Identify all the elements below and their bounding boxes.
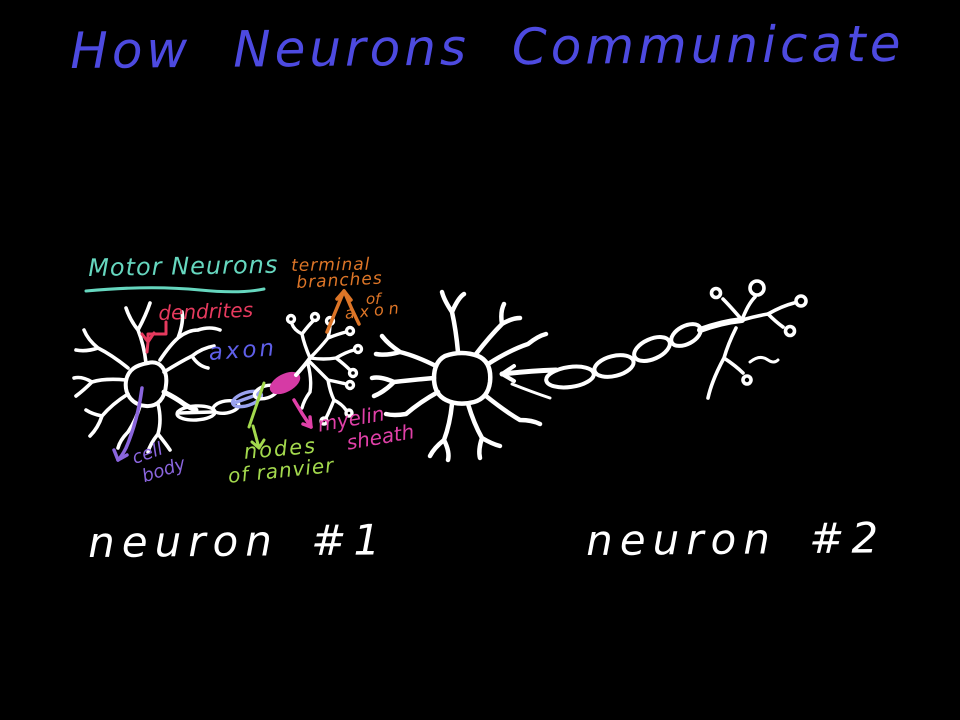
neuron-1-axon-segments <box>175 356 312 422</box>
neuron-2-drawing <box>369 279 808 463</box>
motor-neurons-underline <box>84 286 266 294</box>
neuron-1-terminal-branches <box>285 311 364 426</box>
neuron-2-dendrites <box>369 289 549 463</box>
label-terminal-branches-line3: of <box>366 290 381 308</box>
label-dendrites: dendrites <box>157 297 254 325</box>
signal-direction-arrow <box>499 364 559 400</box>
cell-body-arrow <box>112 386 144 462</box>
neuron-1-dendrites <box>72 301 222 454</box>
caption-neuron-1: neuron #1 <box>87 515 388 567</box>
label-axon: axon <box>207 335 278 366</box>
neuron-1-axon-hillock <box>161 389 199 413</box>
nodes-of-ranvier-marks <box>247 381 266 450</box>
neuron-1-drawing <box>72 301 364 454</box>
label-terminal-branches-line2: branches <box>295 268 384 293</box>
terminal-branches-arrow <box>325 289 361 334</box>
myelin-sheath-arrow <box>292 398 313 429</box>
section-label-motor-neurons: Motor Neurons <box>87 250 279 282</box>
dendrites-pointer <box>140 320 168 354</box>
neuron-1-cell-body <box>123 360 169 409</box>
neuron-2-cell-body <box>431 350 493 406</box>
myelin-sheath-segment <box>269 371 301 395</box>
page-title: How Neurons Communicate <box>69 14 905 80</box>
caption-neuron-2: neuron #2 <box>585 513 886 565</box>
neuron-2-axon-chain <box>544 317 745 390</box>
neuron-2-terminal-branches <box>706 279 808 400</box>
